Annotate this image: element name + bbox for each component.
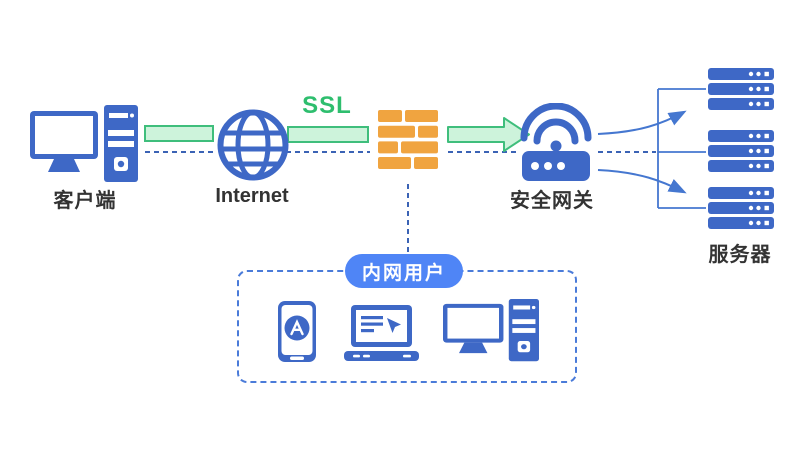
server-stack [708,187,774,229]
servers-label: 服务器 [708,244,772,266]
wifi-router-icon [518,102,594,181]
firewall-brick-icon [378,110,438,170]
load-balance-arrows [597,110,687,194]
ssl-label: SSL [302,92,352,119]
intranet-users-pill: 内网用户 [345,254,463,288]
intranet-desktop-icon [443,299,539,362]
server-stack [708,68,774,110]
gateway-label: 安全网关 [510,190,594,212]
client-label: 客户端 [53,190,117,212]
server-stack [708,130,774,172]
green-channel-bands [144,117,530,152]
laptop-icon [344,305,419,362]
green-arrow [447,117,530,152]
intranet-users-label: 内网用户 [361,262,446,284]
client-computer-icon [30,105,138,183]
server-bracket [657,88,706,209]
globe-icon [217,109,289,181]
internet-label: Internet [215,185,289,207]
smartphone-appstore-icon [278,301,316,362]
